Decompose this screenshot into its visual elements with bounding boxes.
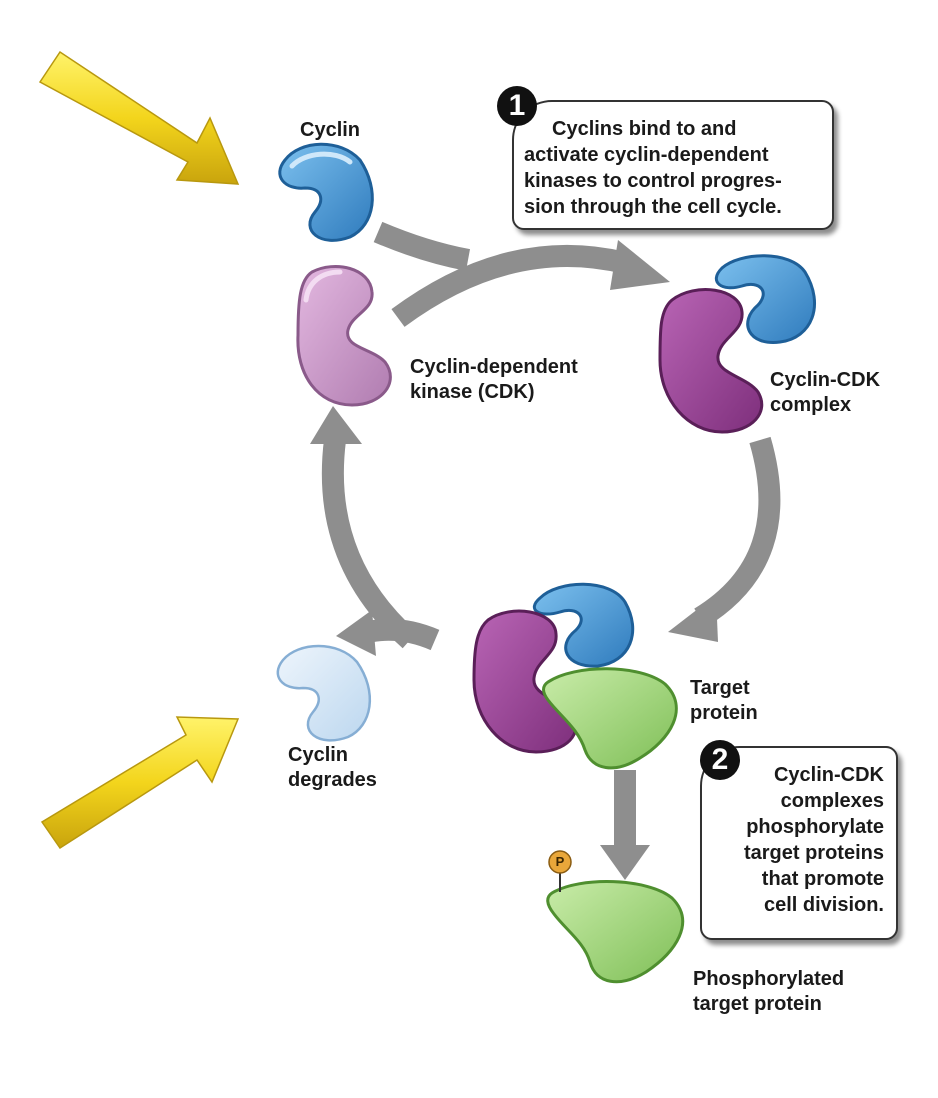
arrowhead-down [600,845,650,880]
arrowhead-left-up [310,406,362,444]
complex-label-line1: Cyclin-CDK [770,369,881,391]
arrow-to-degrade [365,618,440,651]
highlight-arrow-top [38,50,240,185]
phosphate-label: P [555,854,565,869]
cdk-shape [296,264,392,407]
arrowhead-right [668,595,718,642]
callout-2-line: target proteins [743,842,884,864]
target-label-line1: Target [690,677,750,699]
callout-1-line: Cyclins bind to and [552,118,737,140]
phosphorylated-label-line2: target protein [693,993,822,1015]
phosphorylated-label: Phosphorylated target protein [693,967,844,1017]
callout-1-line: sion through the cell cycle. [524,196,782,218]
complex-cdk-shape [658,288,764,434]
degrades-label-line1: Cyclin [288,744,349,766]
callout-step-1: Cyclins bind to and activate cyclin-depe… [512,100,834,230]
cycle-arrows [321,221,781,845]
arrow-top-arc [391,244,628,327]
arrow-right-down [694,436,781,628]
target-protein-shape [542,667,678,770]
arrowhead-degrade [336,610,376,656]
target-label: Target protein [690,676,758,726]
cdk-label: Cyclin-dependent kinase (CDK) [410,355,578,405]
cdk-label-line1: Cyclin-dependent [410,356,578,378]
arrowhead-top [610,240,670,290]
arrow-cyclin-in [373,221,471,271]
complex-cyclin-shape [714,254,816,344]
step-2-badge: 2 [700,740,740,780]
callout-2-line: cell division. [763,894,884,916]
callout-2-line: that promote [761,868,884,890]
callout-2-line: Cyclin-CDK [773,764,884,786]
cyclin-label: Cyclin [300,119,361,141]
arrowheads [310,240,718,880]
callout-step-2: Cyclin-CDK complexes phosphorylate targe… [700,746,898,940]
complex-label-line2: complex [770,394,852,416]
target-complex-cyclin-shape [532,582,635,668]
degrades-label: Cyclin degrades [288,743,377,793]
complex-label: Cyclin-CDK complex [770,368,880,418]
degrades-label-line2: degrades [288,769,377,791]
arrow-left-up [321,438,418,649]
cdk-label-line2: kinase (CDK) [410,381,535,403]
target-label-line2: protein [690,702,758,724]
callout-1-text: Cyclins bind to and activate cyclin-depe… [524,116,829,220]
callout-1-line: activate cyclin-dependent [524,144,769,166]
phosphate-group [548,850,572,892]
phosphorylated-target-shape [546,880,685,984]
degraded-cyclin-shape [276,644,372,742]
step-1-badge: 1 [497,86,537,126]
phosphate-icon [548,850,572,874]
callout-1-line: kinases to control progres- [524,170,782,192]
callout-2-line: phosphorylate [746,816,884,838]
cyclin-shape [278,142,374,242]
highlight-arrow-bottom [40,716,240,850]
phosphorylated-label-line1: Phosphorylated [693,968,845,990]
callout-2-line: complexes [780,790,884,812]
callout-2-text: Cyclin-CDK complexes phosphorylate targe… [744,762,884,918]
